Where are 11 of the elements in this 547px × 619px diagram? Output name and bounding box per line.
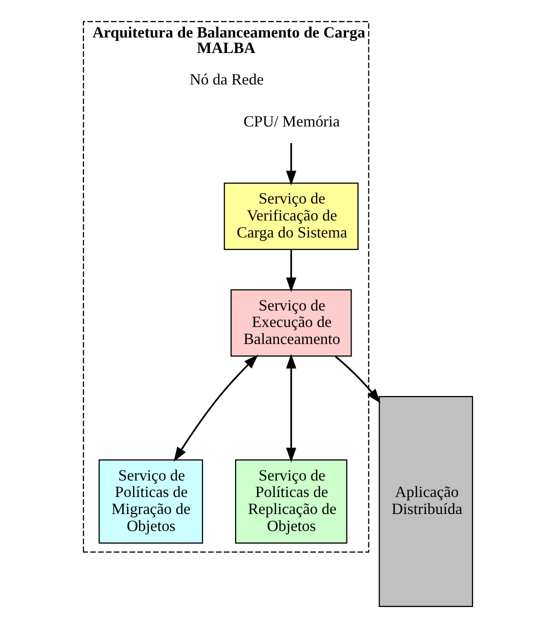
node-box: Serviço de Execução de Balanceamento [230,289,352,357]
arrow [286,354,296,462]
node-box: Serviço de Políticas de Replicação de Objetos [235,459,348,544]
arrow [286,250,296,292]
arrow [174,354,258,462]
node-box: Serviço de Políticas de Migração de Objetos [98,459,204,544]
arrow [334,356,381,404]
arrow [286,143,296,186]
node-box: Serviço de Verificação de Carga do Sistema [224,182,359,250]
node-box: Aplicação Distribuída [378,396,474,608]
node-text: CPU/ Memória [243,114,340,131]
